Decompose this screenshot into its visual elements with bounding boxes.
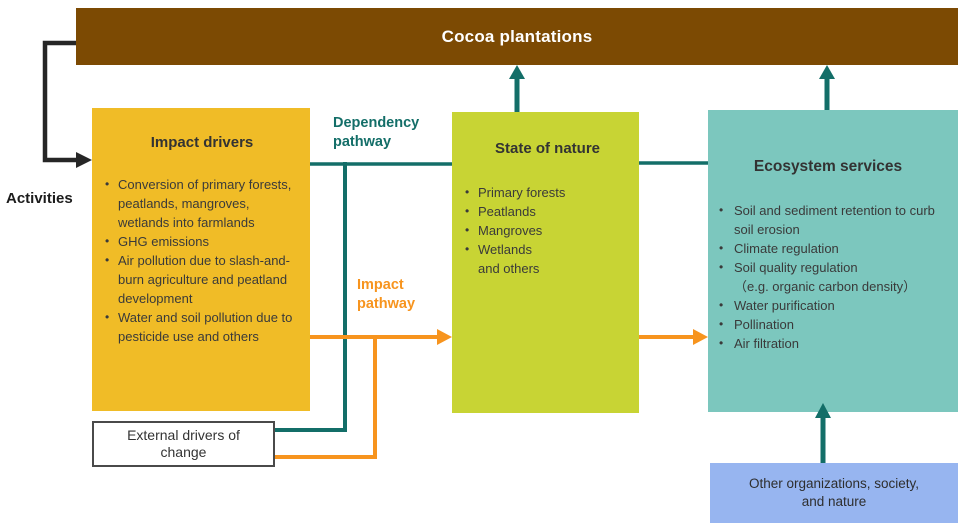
state-of-nature-title: State of nature	[494, 140, 600, 157]
ecosystem-service-item: Water purification	[718, 296, 938, 315]
state-of-nature-item: Peatlands	[464, 202, 631, 221]
impact-driver-item: GHG emissions	[104, 232, 300, 251]
ecosystem-services-title: Ecosystem services	[753, 158, 903, 175]
dependency-arrow-organizations-to-services	[815, 403, 831, 463]
ecosystem-service-item: Climate regulation	[718, 239, 938, 258]
ecosystem-service-item: Soil and sediment retention to curb soil…	[718, 201, 938, 239]
dependency-arrow-nature-to-cocoa	[509, 65, 525, 112]
other-organizations-label: Other organizations, society, and nature	[748, 476, 920, 509]
ecosystem-service-item: Soil quality regulation （e.g. organic ca…	[718, 258, 938, 296]
dependency-pathway-label: Dependency pathway	[333, 115, 420, 150]
cocoa-plantations-title: Cocoa plantations	[441, 26, 593, 46]
impact-pathway-label: Impact pathway	[357, 277, 416, 312]
ecosystem-services-list: Soil and sediment retention to curb soil…	[718, 201, 938, 353]
state-of-nature-item: Wetlands	[464, 240, 631, 259]
ecosystem-services-box: Ecosystem services Soil and sediment ret…	[708, 110, 958, 412]
impact-drivers-box: Impact drivers Conversion of primary for…	[92, 108, 310, 411]
impact-drivers-title: Impact drivers	[150, 134, 254, 151]
state-of-nature-item: Mangroves	[464, 221, 631, 240]
activities-label: Activities	[6, 190, 73, 207]
impact-drivers-list: Conversion of primary forests, peatlands…	[104, 175, 300, 346]
impact-driver-item: Conversion of primary forests, peatlands…	[104, 175, 300, 232]
impact-driver-item: Water and soil pollution due to pesticid…	[104, 308, 300, 346]
state-of-nature-suffix: and others	[478, 261, 540, 276]
ecosystem-service-item: Pollination	[718, 315, 938, 334]
impact-arrow-drivers-to-nature	[310, 329, 452, 345]
other-organizations-box: Other organizations, society, and nature	[710, 463, 958, 523]
cocoa-plantations-box: Cocoa plantations	[76, 8, 958, 65]
state-of-nature-box: State of nature Primary forestsPeatlands…	[452, 112, 639, 413]
dependency-arrow-services-to-cocoa	[819, 65, 835, 110]
ecosystem-service-item: Air filtration	[718, 334, 938, 353]
state-of-nature-list: Primary forestsPeatlandsMangrovesWetland…	[464, 183, 631, 259]
external-drivers-label: External drivers of change	[127, 427, 240, 460]
impact-arrow-nature-to-services	[639, 329, 708, 345]
impact-driver-item: Air pollution due to slash-and-burn agri…	[104, 251, 300, 308]
external-drivers-box: External drivers of change	[92, 421, 275, 467]
state-of-nature-item: Primary forests	[464, 183, 631, 202]
